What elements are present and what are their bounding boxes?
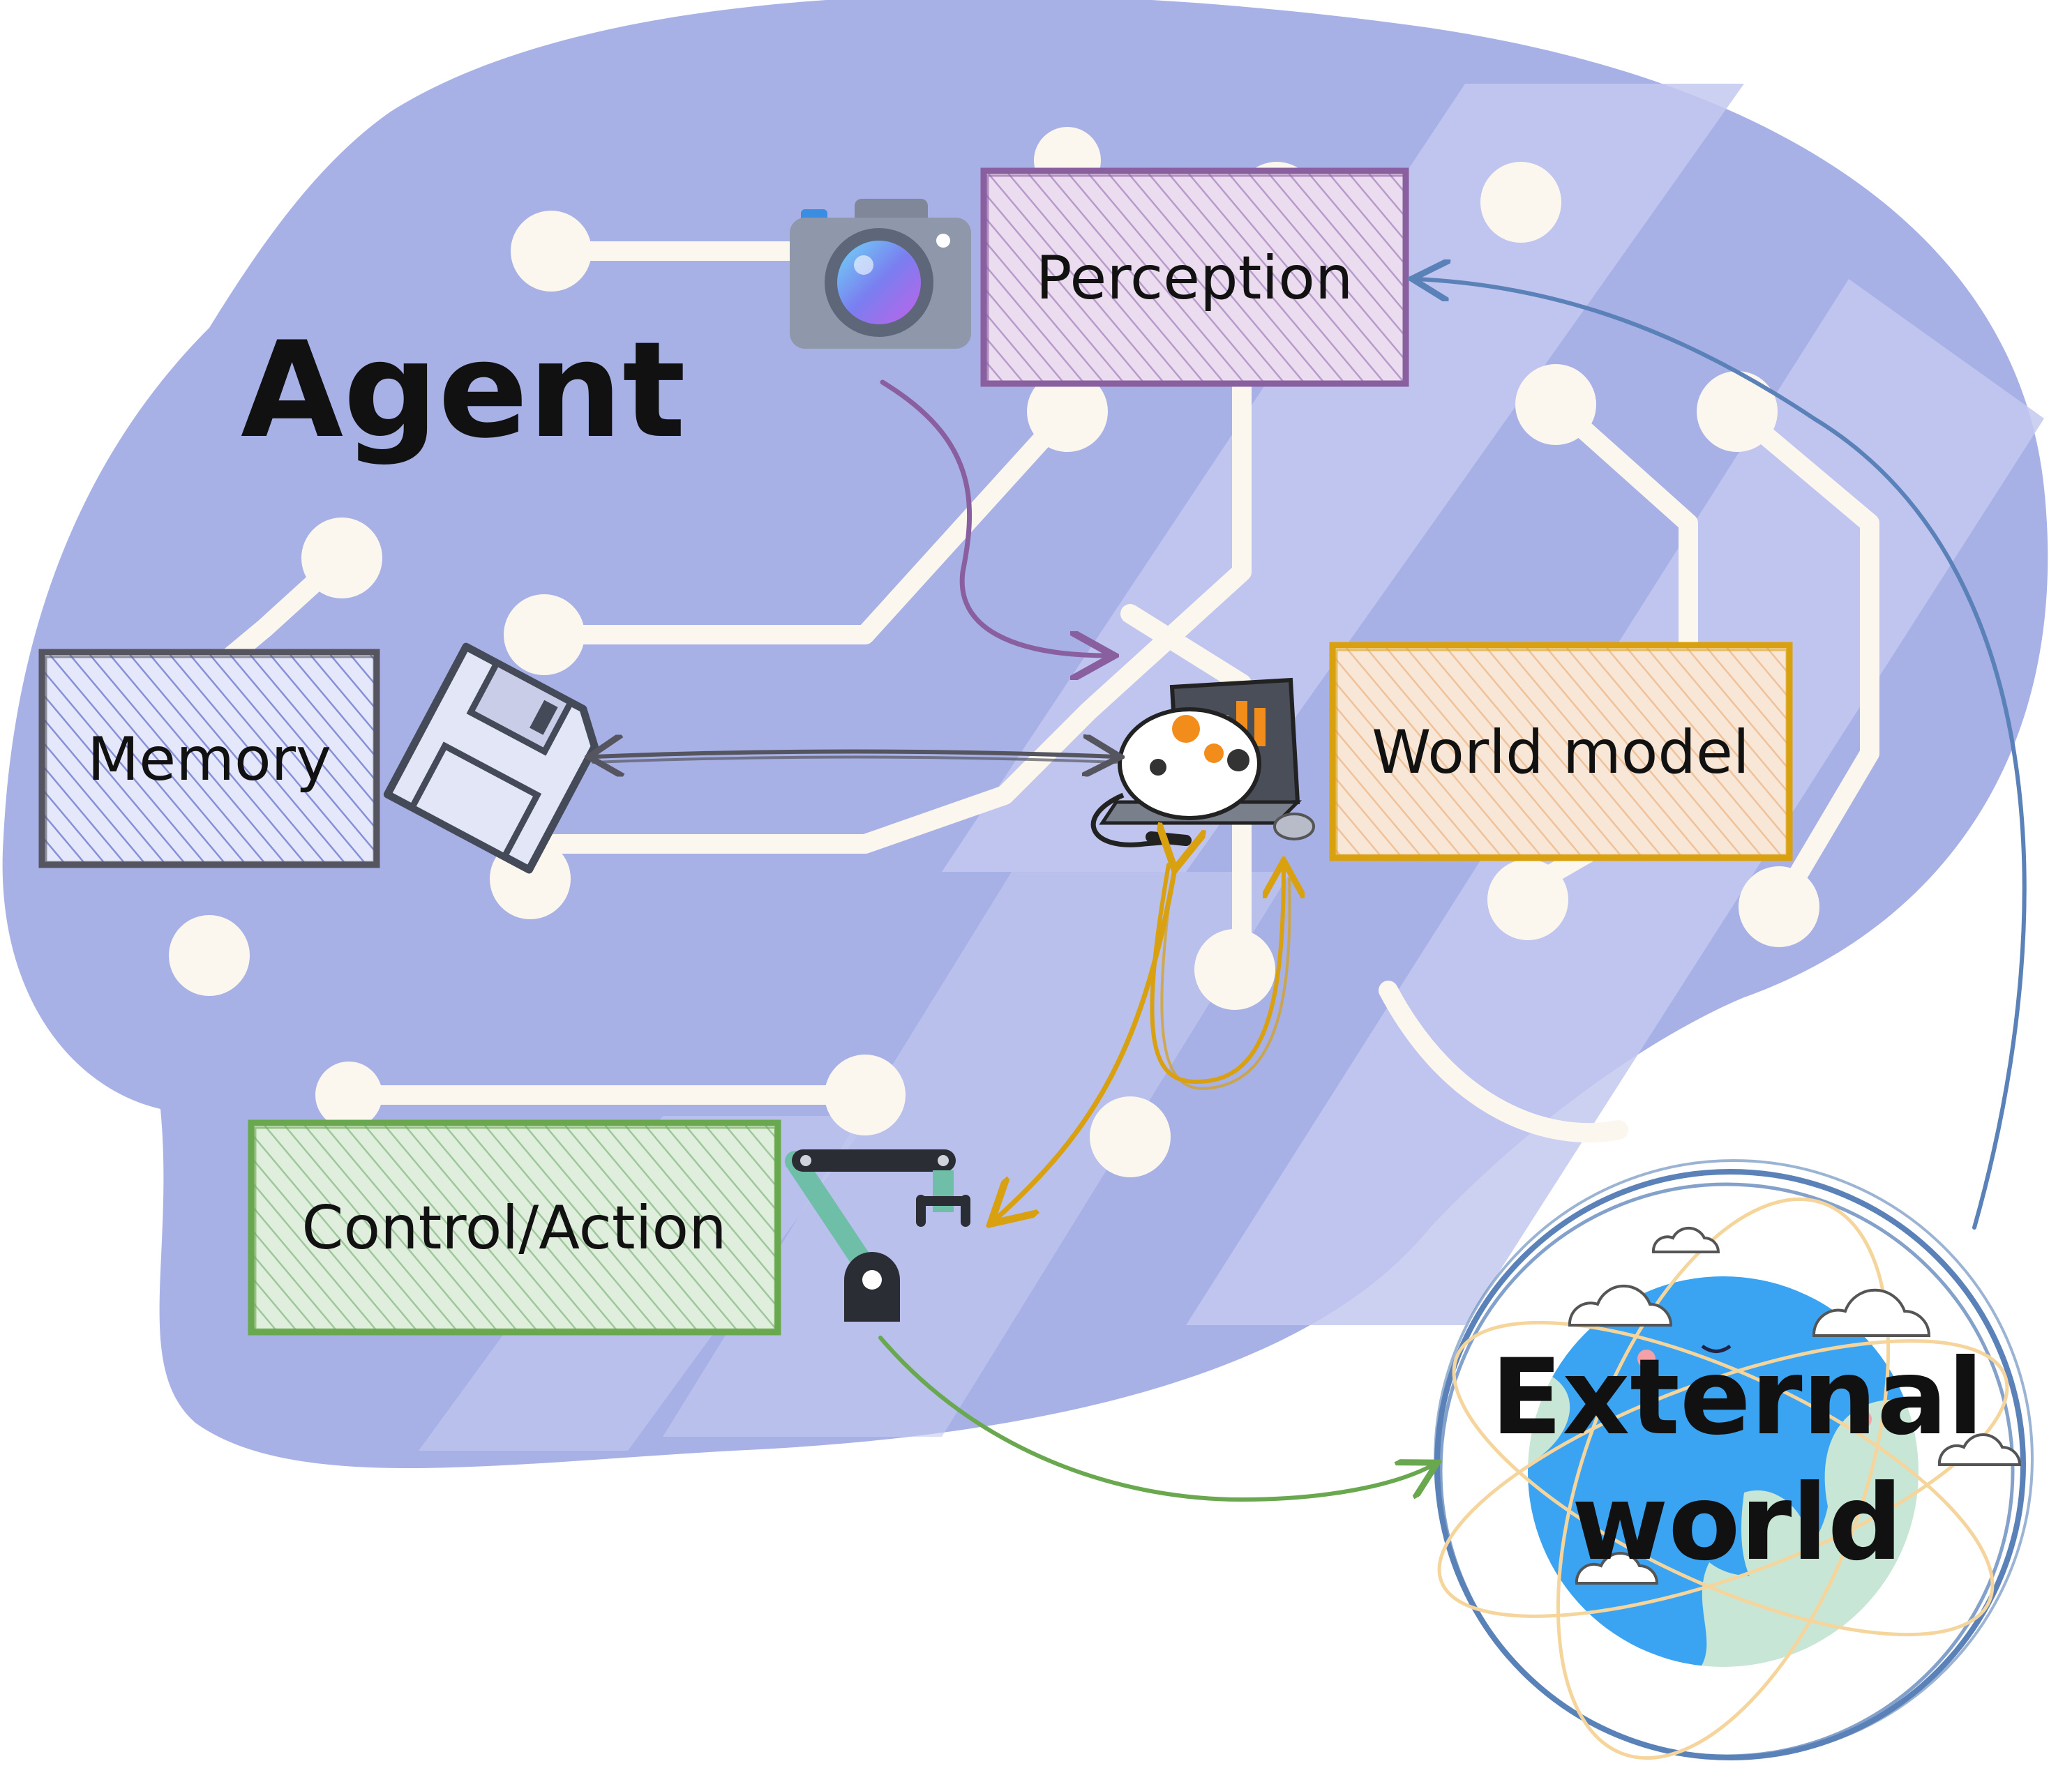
external-world-label-line2: world [1572,1463,1902,1584]
perception-label: Perception [1036,243,1353,313]
world-model-label: World model [1372,718,1750,787]
arrow-world-to-perception [1416,279,2027,1230]
arrow-perception-to-worldmodel [880,379,1109,656]
agent-title: Agent [241,313,686,467]
arrow-worldmodel-to-control [994,865,1176,1221]
floppy-disk-icon [383,642,599,874]
memory-box: Memory [38,649,380,868]
external-world-globe: External world [1434,1159,2034,1760]
control-action-label: Control/Action [301,1193,726,1263]
perception-box: Perception [980,167,1409,387]
robot-arm-icon [785,1149,970,1322]
arrow-worldmodel-loop [1150,865,1284,1084]
camera-icon [790,199,971,349]
memory-label: Memory [87,725,331,794]
external-world-label-line1: External [1491,1337,1983,1458]
arrows [593,279,2027,1502]
arrow-memory-worldmodel [593,752,1116,757]
cloud-icons [1568,1226,2022,1585]
arrow-control-to-world [878,1336,1434,1502]
world-model-box: World model [1329,642,1793,861]
control-action-box: Control/Action [248,1119,781,1336]
cat-on-laptop-icon [1090,677,1315,847]
earth-globe-icon [1437,1197,2022,1760]
